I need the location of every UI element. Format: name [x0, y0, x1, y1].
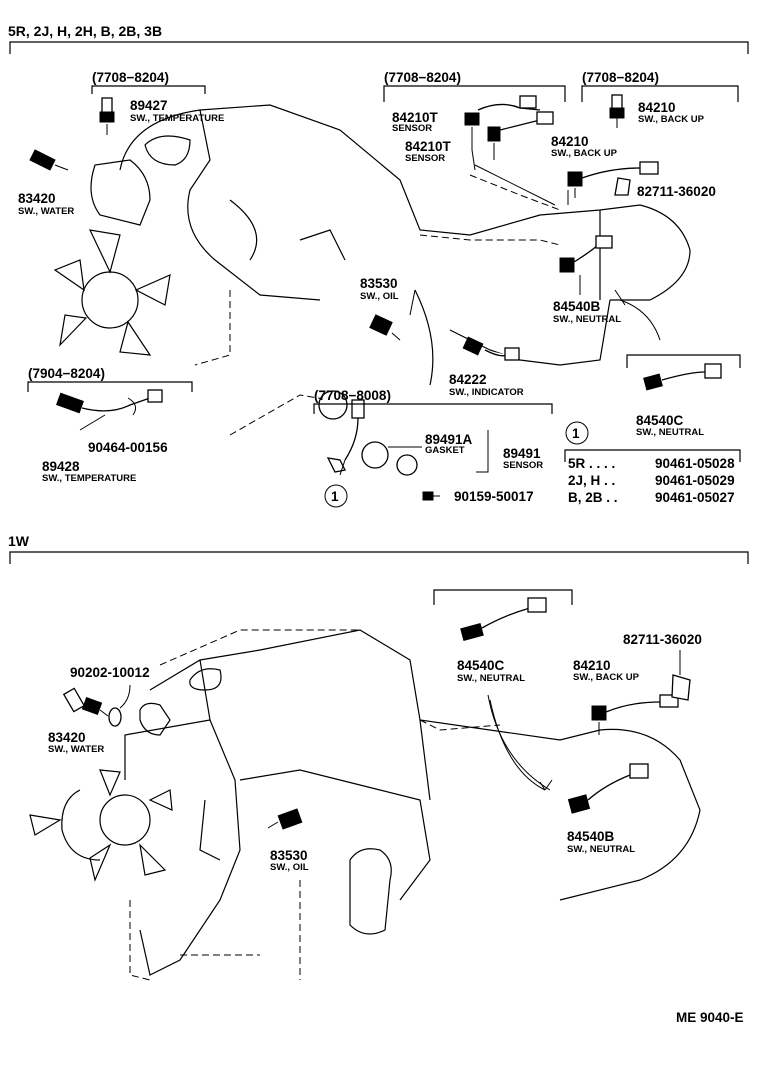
part-number-84540C-top: 84540C [636, 413, 684, 428]
part-number-82711-top: 82711-36020 [637, 184, 716, 199]
callout-row-0-model: 5R . . . . [568, 456, 615, 471]
bracket-84540C-bottom [433, 589, 573, 605]
callout-marker-1-table-text: 1 [572, 426, 580, 441]
part-number-89491: 89491 [503, 446, 541, 461]
fan-top [53, 159, 171, 356]
section-bracket-top [9, 41, 749, 54]
range-bracket-r1 [91, 85, 206, 94]
part-icon-84210T-a [464, 95, 541, 171]
engine-block-top [119, 104, 691, 436]
part-icon-82711-top [614, 177, 631, 196]
part-icon-89427 [99, 97, 115, 135]
range-bracket-r5 [313, 403, 553, 414]
part-desc-83530-bottom: SW., OIL [270, 862, 309, 873]
part-icon-84210-a [609, 94, 625, 128]
part-number-84540B-top: 84540B [553, 299, 601, 314]
part-icon-89491-group [318, 390, 434, 501]
part-desc-84210-a: SW., BACK UP [638, 114, 705, 125]
part-number-83420-top: 83420 [18, 191, 56, 206]
part-desc-84540B-top: SW., NEUTRAL [553, 314, 621, 325]
callout-row-1-model: 2J, H . . [568, 473, 615, 488]
part-number-90159: 90159-50017 [454, 489, 534, 504]
part-desc-89491A: GASKET [425, 445, 465, 456]
part-number-89491A: 89491A [425, 432, 473, 447]
bracket-callout [564, 449, 741, 462]
part-desc-84222: SW., INDICATOR [449, 387, 524, 398]
part-icon-83530-top [369, 314, 401, 341]
part-number-82711-bottom: 82711-36020 [623, 632, 702, 647]
part-desc-84540C-top: SW., NEUTRAL [636, 427, 704, 438]
part-icon-84540C-bottom [460, 597, 547, 641]
part-number-84222: 84222 [449, 372, 487, 387]
part-icon-84540C-top [643, 363, 722, 391]
range-label-r4: (7904−8204) [28, 366, 105, 381]
part-number-83530-top: 83530 [360, 276, 398, 291]
callout-row-2-part: 90461-05027 [655, 490, 735, 505]
figure-id: ME 9040-E [676, 1010, 744, 1025]
range-label-r3: (7708−8204) [582, 70, 659, 85]
part-icon-83420-top [29, 149, 69, 171]
part-icon-84540B-bottom [567, 763, 649, 814]
part-desc-84210T-a: SENSOR [392, 123, 432, 134]
leader-lines-bottom [119, 650, 681, 791]
part-number-84210-bottom: 84210 [573, 658, 611, 673]
callout-marker-1-table: 1 [565, 421, 589, 445]
part-number-90464: 90464-00156 [88, 440, 168, 455]
part-icon-82711-bottom [671, 674, 691, 701]
range-label-r2: (7708−8204) [384, 70, 461, 85]
part-number-83530-bottom: 83530 [270, 848, 308, 863]
part-number-84540C-bottom: 84540C [457, 658, 505, 673]
part-desc-89427: SW., TEMPERATURE [130, 113, 224, 124]
part-desc-84540B-bottom: SW., NEUTRAL [567, 844, 635, 855]
callout-marker-1-diagram: 1 [324, 484, 348, 508]
fan-bottom [29, 769, 173, 882]
callout-row-0-part: 90461-05028 [655, 456, 735, 471]
callout-row-1-part: 90461-05029 [655, 473, 735, 488]
part-icon-90202 [108, 707, 122, 727]
part-desc-84210-bottom: SW., BACK UP [573, 672, 640, 683]
part-number-89427: 89427 [130, 98, 168, 113]
part-desc-83530-top: SW., OIL [360, 291, 399, 302]
part-icon-84210-bottom [591, 694, 679, 735]
part-desc-83420-top: SW., WATER [18, 206, 74, 217]
range-label-r1: (7708−8204) [92, 70, 169, 85]
part-number-90202: 90202-10012 [70, 665, 150, 680]
section-label-1w: 1W [8, 533, 30, 549]
part-icon-90464 [127, 397, 137, 416]
part-desc-89491: SENSOR [503, 460, 543, 471]
section-bracket-1w [9, 551, 749, 564]
part-number-84540B-bottom: 84540B [567, 829, 615, 844]
part-number-84210-a: 84210 [638, 100, 676, 115]
part-icon-84222 [462, 336, 520, 361]
part-number-83420-bottom: 83420 [48, 730, 86, 745]
part-desc-84540C-bottom: SW., NEUTRAL [457, 673, 525, 684]
part-icon-84540B-top [559, 235, 613, 273]
part-icon-84210-b [567, 161, 659, 198]
part-desc-84210-b: SW., BACK UP [551, 148, 618, 159]
callout-marker-1-text: 1 [331, 489, 339, 504]
part-desc-83420-bottom: SW., WATER [48, 744, 104, 755]
leader-lines-top [79, 164, 661, 497]
part-icon-84210T-b [487, 111, 554, 160]
part-icon-83530-bottom [267, 808, 303, 830]
part-desc-89428: SW., TEMPERATURE [42, 473, 136, 484]
part-number-84210T-a: 84210T [392, 110, 439, 125]
range-label-r5: (7708−8008) [314, 388, 391, 403]
part-number-84210T-b: 84210T [405, 139, 452, 154]
range-bracket-r2 [383, 85, 566, 102]
part-number-84210-b: 84210 [551, 134, 589, 149]
bracket-84540C-top [626, 354, 741, 368]
part-icon-89428 [56, 389, 163, 414]
engine-block-bottom [124, 629, 701, 981]
range-bracket-r4 [27, 381, 193, 392]
part-desc-84210T-b: SENSOR [405, 153, 445, 164]
range-bracket-r3 [581, 85, 739, 102]
part-icon-83420-bottom [62, 687, 109, 717]
part-number-89428: 89428 [42, 459, 80, 474]
callout-row-2-model: B, 2B . . [568, 490, 618, 505]
section-label-top: 5R, 2J, H, 2H, B, 2B, 3B [8, 23, 162, 39]
